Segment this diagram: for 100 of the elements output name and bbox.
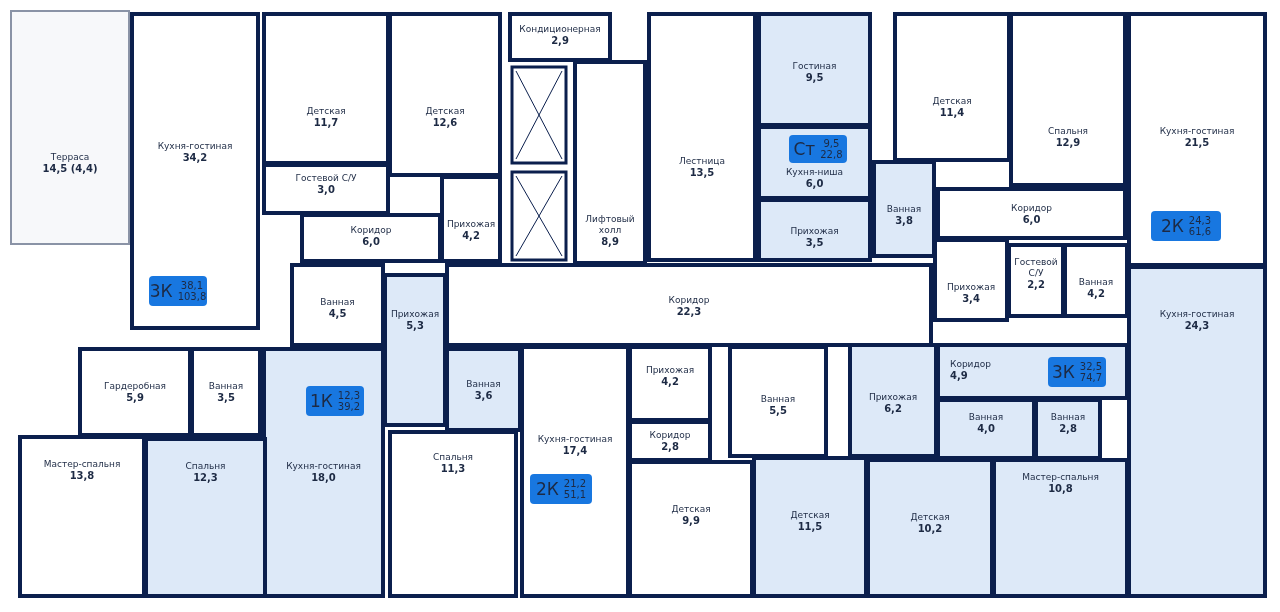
room-area — [388, 430, 518, 598]
room-name: Ванная — [208, 381, 244, 392]
room-area — [144, 437, 267, 598]
area-value: 12,3 — [337, 390, 361, 401]
room-size: 12,6 — [432, 117, 458, 128]
room-name: Прихожая — [868, 392, 918, 403]
room-name: Кухня-гостиная — [286, 461, 361, 472]
room-size: 22,3 — [676, 306, 702, 317]
room-name: Прихожая — [645, 365, 695, 376]
room-size: 11,5 — [797, 521, 823, 532]
room-area — [628, 345, 712, 422]
room-size: 3,8 — [895, 215, 913, 226]
area-value: 61,6 — [1188, 226, 1212, 237]
room-name: Ванная — [466, 379, 501, 390]
room-name: Лифтовый холл — [584, 214, 636, 236]
area-value: 32,5 — [1079, 361, 1103, 372]
room-name: Ванная — [1078, 277, 1114, 288]
room-name: Коридор — [350, 225, 392, 236]
room-size: 18,0 — [311, 472, 336, 483]
apartment-badge — [149, 276, 207, 306]
room-area — [992, 458, 1129, 598]
room-size: 12,3 — [193, 472, 218, 483]
apartment-type-label: 2К — [1160, 220, 1184, 232]
room-area — [1127, 265, 1267, 598]
room-name: Ванная — [968, 412, 1004, 423]
area-value: 21,2 — [563, 478, 587, 489]
room-size: 3,6 — [474, 390, 493, 401]
room-name: Детская — [425, 106, 465, 117]
area-value: 39,2 — [337, 401, 361, 412]
room-area — [757, 12, 872, 127]
room-size: 2,8 — [661, 441, 679, 452]
room-area — [728, 345, 828, 458]
room-area — [1127, 12, 1267, 267]
room-area — [300, 213, 442, 263]
room-size: 17,4 — [562, 445, 588, 456]
room-size: 4,2 — [462, 230, 480, 241]
room-size: 3,5 — [217, 392, 235, 403]
room-size: 21,5 — [1184, 137, 1210, 148]
room-name: Прихожая — [946, 282, 996, 293]
room-name: Детская — [671, 504, 711, 515]
room-size: 13,8 — [69, 470, 95, 481]
room-area — [1007, 243, 1065, 318]
room-size: 9,9 — [682, 515, 700, 526]
room-area — [933, 238, 1009, 322]
area-value: 74,7 — [1079, 372, 1103, 383]
area-value: 22,8 — [820, 149, 843, 160]
room-size: 11,7 — [313, 117, 339, 128]
room-area — [1034, 398, 1102, 460]
room-name: Спальня — [1047, 126, 1088, 137]
room-area — [752, 456, 868, 598]
room-area — [628, 460, 754, 598]
room-name: Спальня — [432, 452, 473, 463]
room-size: 9,5 — [805, 72, 824, 83]
room-size: 4,2 — [661, 376, 679, 387]
area-value: 103,8 — [177, 291, 207, 302]
apartment-badge — [789, 135, 847, 163]
room-name: Прихожая — [790, 226, 839, 237]
room-size: 6,0 — [362, 236, 380, 247]
room-size: 12,9 — [1055, 137, 1081, 148]
apartment-type-label: Ст — [793, 143, 816, 155]
apartment-badge — [306, 386, 364, 416]
room-name: Ванная — [320, 297, 355, 308]
room-area — [936, 343, 1129, 400]
apartment-type-label: 3К — [1051, 366, 1075, 378]
room-size: 3,0 — [317, 184, 335, 195]
room-name: Детская — [306, 106, 346, 117]
room-name: Кухня-гостиная — [1159, 126, 1235, 137]
room-name: Ванная — [760, 394, 796, 405]
room-area — [520, 345, 630, 598]
area-value: 9,5 — [823, 138, 840, 149]
room-name: Коридор — [950, 359, 991, 370]
room-area — [508, 12, 612, 62]
room-size: 14,5 (4,4) — [42, 163, 98, 174]
room-area — [573, 60, 647, 265]
room-name: Детская — [932, 96, 972, 107]
room-area — [1063, 243, 1129, 318]
room-name: Мастер-спальня — [1022, 472, 1099, 483]
area-value: 38,1 — [180, 280, 204, 291]
room-area — [866, 458, 994, 598]
room-size: 11,4 — [939, 107, 965, 118]
room-size: 2,8 — [1059, 423, 1077, 434]
room-name: Коридор — [668, 295, 710, 306]
room-area — [440, 175, 502, 263]
room-size: 6,0 — [1022, 214, 1041, 225]
apartment-type-label: 2К — [535, 483, 559, 495]
room-name: Детская — [910, 512, 950, 523]
terrace-area — [10, 10, 130, 245]
room-size: 8,9 — [601, 236, 619, 247]
room-size: 6,0 — [805, 178, 824, 189]
room-area — [848, 343, 938, 458]
room-size: 5,5 — [769, 405, 787, 416]
room-area — [936, 398, 1036, 460]
apartment-type-label: 1К — [309, 395, 333, 407]
room-name: Кухня-гостиная — [1159, 309, 1235, 320]
room-size: 4,2 — [1087, 288, 1105, 299]
room-name: Кухня-гостиная — [157, 141, 233, 152]
room-name: Коридор — [1011, 203, 1052, 214]
room-area — [130, 12, 260, 330]
room-area — [445, 263, 933, 347]
room-area — [18, 435, 146, 598]
